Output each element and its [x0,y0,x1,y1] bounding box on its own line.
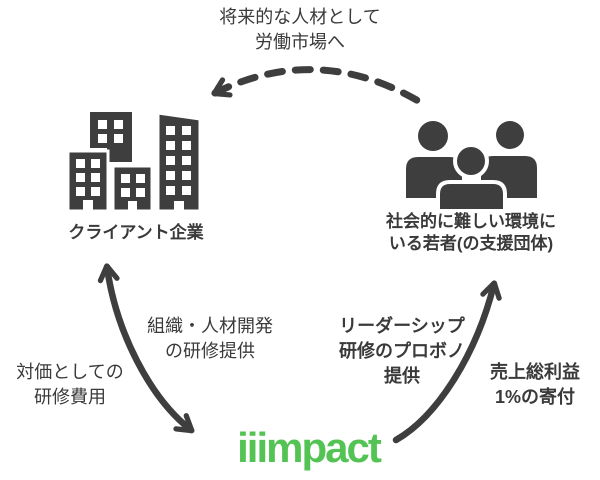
training-fee-label: 対価としての 研修費用 [0,360,140,410]
donation-line1: 売上総利益 [490,362,580,382]
probono-label: リーダーシップ 研修のプロボノ 提供 [317,314,487,389]
labor-market-dashed-arrow [211,66,424,106]
probono-line1: リーダーシップ [339,316,465,336]
probono-line2: 研修のプロボノ [339,341,465,361]
building-center [111,164,154,213]
people-group-icon [406,121,537,211]
training-fee-line1: 対価としての [16,362,124,382]
building-left [66,149,110,213]
youth-label-line1: 社会的に難しい環境に [386,212,556,231]
client-label-text: クライアント企業 [68,223,204,242]
person-front [436,143,507,211]
donation-label: 売上総利益 1%の寄付 [470,360,600,410]
buildings-icon [66,111,202,213]
building-tall [156,111,202,213]
probono-line3: 提供 [384,366,420,386]
impact-logo-text: iiimpact [237,424,382,471]
training-fee-line2: 研修費用 [34,387,106,407]
impact-logo: iiimpact [216,424,401,472]
building-back [90,112,132,162]
labor-market-label-line2: 労働市場へ [255,32,345,52]
donation-line2: 1%の寄付 [494,387,575,407]
labor-market-label: 将来的な人材として 労働市場へ [150,5,450,55]
impact-youth-arrow [392,280,502,444]
youth-label-line2: いる若者(の支援団体) [388,234,554,253]
training-provide-label: 組織・人材開発 の研修提供 [125,314,295,364]
training-provide-line1: 組織・人材開発 [147,316,273,336]
client-impact-exchange-arrow [97,263,195,434]
training-provide-line2: の研修提供 [165,341,255,361]
youth-label: 社会的に難しい環境に いる若者(の支援団体) [376,211,566,255]
client-label: クライアント企業 [46,221,226,245]
labor-market-label-line1: 将来的な人材として [219,7,381,27]
